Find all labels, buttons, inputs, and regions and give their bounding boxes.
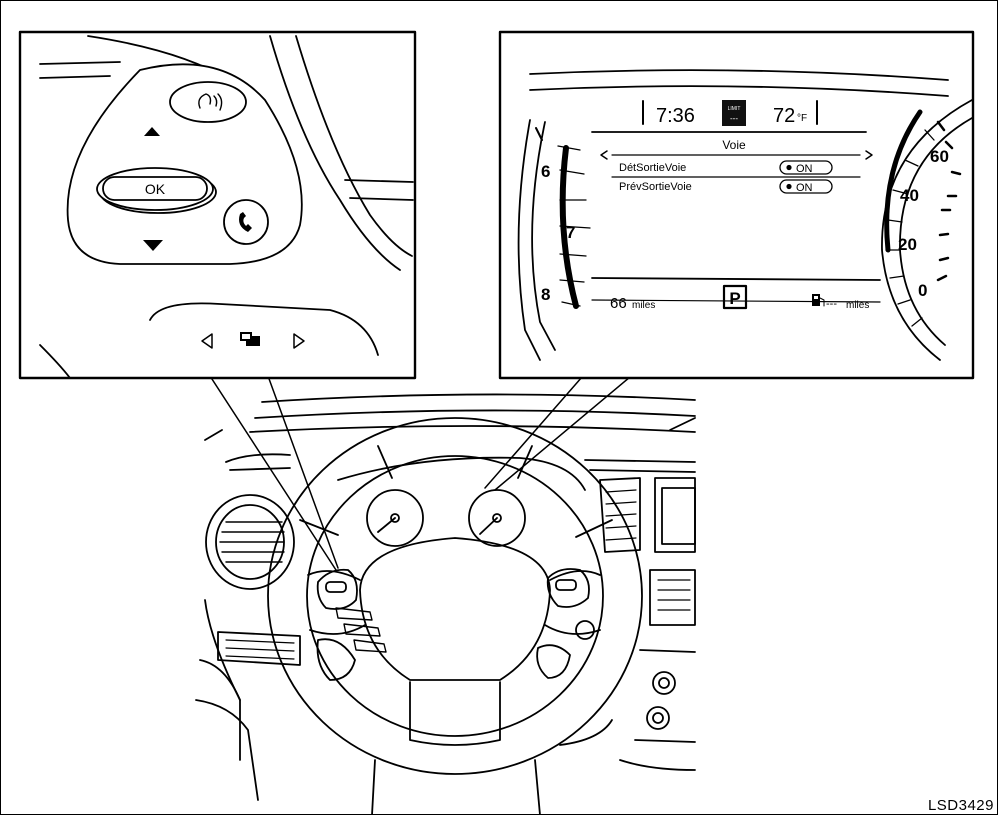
speed-number: 0 <box>918 281 927 300</box>
display-switch-icon[interactable] <box>240 332 260 346</box>
tach-number: 6 <box>541 162 550 181</box>
left-arrow-icon[interactable] <box>201 333 213 349</box>
menu-title: Voie <box>722 138 746 152</box>
speedometer: 60 40 20 0 <box>881 99 973 361</box>
voice-recognition-icon <box>198 93 223 111</box>
cluster-inset: 6 7 8 60 40 20 0 7:36 LIMIT --- 7 <box>498 30 975 380</box>
toggle-state: ON <box>796 163 813 175</box>
gear-indicator-box <box>722 284 748 310</box>
ok-button-label: OK <box>145 181 166 197</box>
menu-item-label: DétSortieVoie <box>619 162 686 174</box>
ok-button[interactable]: OK <box>96 167 217 214</box>
lane-settings-menu: Voie DétSortieVoie ON PrévSortieVoie ON <box>600 138 873 194</box>
fuel-range-value: --- <box>826 298 837 310</box>
menu-prev-icon[interactable] <box>600 150 608 160</box>
speed-number: 40 <box>900 186 919 205</box>
range-value: 66 <box>610 295 627 312</box>
tach-number: 7 <box>566 223 575 242</box>
speed-limit-sign <box>722 100 746 126</box>
right-arrow-icon[interactable] <box>293 333 305 349</box>
status-bar: 7:36 LIMIT --- 72 °F <box>642 100 818 127</box>
outside-temperature: 72 <box>773 105 795 127</box>
left-steering-switches <box>316 568 387 681</box>
speed-limit-value: --- <box>730 114 738 123</box>
bottom-info-row: 66 miles P --- miles <box>610 284 869 312</box>
fuel-range-unit: miles <box>846 300 869 311</box>
tach-number: 8 <box>541 285 550 304</box>
right-steering-switches <box>536 568 595 679</box>
phone-icon[interactable] <box>239 212 252 232</box>
switch-inset: OK <box>18 30 417 380</box>
gear-indicator: P <box>729 289 740 308</box>
range-unit: miles <box>632 300 655 311</box>
menu-item-lane-departure-prevention[interactable]: PrévSortieVoie ON <box>619 179 833 194</box>
dashboard-illustration <box>195 393 696 815</box>
toggle-switch[interactable] <box>779 160 833 175</box>
menu-next-icon[interactable] <box>865 150 873 160</box>
left-air-vent <box>205 494 295 590</box>
tachometer: 6 7 8 <box>517 119 591 361</box>
callout-lines <box>209 375 631 571</box>
fuel-pump-icon <box>812 294 825 307</box>
down-arrow-icon[interactable] <box>143 240 163 251</box>
speed-number: 60 <box>930 147 949 166</box>
speed-number: 20 <box>898 235 917 254</box>
figure-id: LSD3429 <box>927 797 994 814</box>
clock-readout: 7:36 <box>656 105 695 127</box>
temperature-unit: °F <box>797 113 807 124</box>
steering-wheel <box>267 417 643 775</box>
up-arrow-icon[interactable] <box>144 127 160 136</box>
toggle-switch[interactable] <box>779 179 833 194</box>
right-air-vent <box>599 477 641 553</box>
menu-item-lane-departure-warning[interactable]: DétSortieVoie ON <box>611 160 861 178</box>
menu-item-label: PrévSortieVoie <box>619 181 692 193</box>
speed-limit-label: LIMIT <box>728 106 741 112</box>
toggle-state: ON <box>796 182 813 194</box>
